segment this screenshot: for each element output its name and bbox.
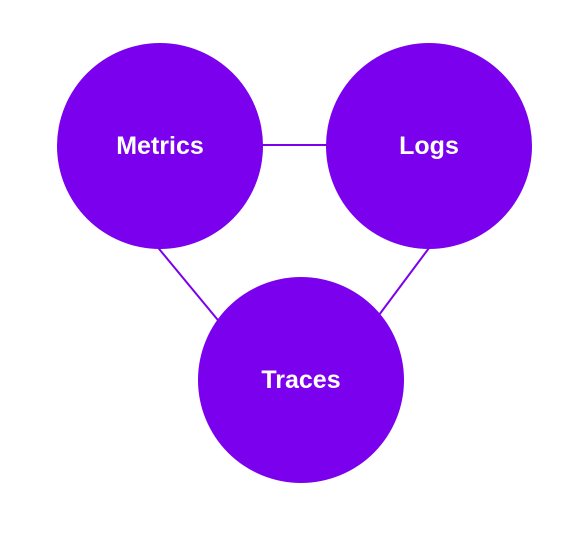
edge-metrics-traces <box>154 243 223 326</box>
node-metrics-circle <box>57 43 263 249</box>
node-logs-label: Logs <box>399 132 459 160</box>
node-logs-circle <box>326 43 532 249</box>
node-logs: Logs <box>326 43 532 249</box>
node-traces-circle <box>198 277 404 483</box>
node-metrics-label: Metrics <box>116 132 204 160</box>
node-traces: Traces <box>198 277 404 483</box>
edge-logs-traces <box>378 243 433 316</box>
node-traces-label: Traces <box>261 366 340 394</box>
node-metrics: Metrics <box>57 43 263 249</box>
